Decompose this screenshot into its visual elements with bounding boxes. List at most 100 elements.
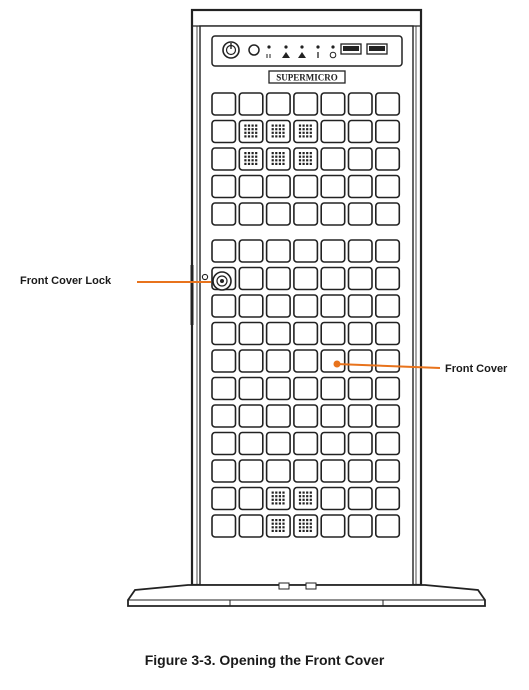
vent-cell — [238, 266, 264, 291]
vent-cell — [211, 431, 237, 456]
brand-logo: SUPERMICRO — [268, 70, 346, 84]
vent-cell — [293, 431, 319, 456]
vent-cell — [347, 404, 373, 428]
vent-cell — [238, 431, 264, 456]
vent-cell — [293, 486, 319, 511]
vent-cell — [320, 404, 346, 428]
vent-cell — [238, 376, 264, 401]
drive-bay-pattern — [298, 519, 312, 532]
vent-cell — [238, 147, 264, 171]
power-button-icon[interactable] — [222, 41, 240, 59]
vent-cell — [320, 119, 346, 144]
vent-cell — [374, 376, 401, 401]
vent-cell — [320, 486, 346, 511]
vent-cell — [238, 294, 264, 318]
vent-cell — [320, 202, 346, 226]
vent-cell — [265, 174, 291, 199]
vent-cell — [293, 404, 319, 428]
vent-cell — [265, 202, 291, 226]
vent-cell — [211, 174, 237, 199]
vent-cell — [238, 119, 264, 144]
vent-cell — [265, 486, 291, 511]
upper-vent-grid — [211, 92, 401, 226]
vent-cell — [265, 349, 291, 373]
vent-cell — [374, 514, 401, 538]
power-led-icon — [329, 45, 337, 59]
vent-cell — [374, 486, 401, 511]
vent-cell — [320, 459, 346, 483]
vent-cell — [320, 294, 346, 318]
vent-cell — [347, 294, 373, 318]
vent-cell — [238, 486, 264, 511]
vent-cell — [293, 321, 319, 346]
vent-cell — [374, 321, 401, 346]
vent-cell — [374, 239, 401, 263]
vent-cell — [211, 119, 237, 144]
vent-cell — [293, 202, 319, 226]
vent-cell — [320, 349, 346, 373]
vent-cell — [265, 119, 291, 144]
vent-cell — [347, 431, 373, 456]
drive-bay-pattern — [271, 124, 285, 138]
vent-cell — [265, 147, 291, 171]
vent-cell — [374, 202, 401, 226]
vent-cell — [293, 376, 319, 401]
vent-cell — [211, 404, 237, 428]
vent-cell — [374, 404, 401, 428]
vent-cell — [293, 119, 319, 144]
vent-cell — [293, 294, 319, 318]
lan1-led-icon — [282, 45, 290, 58]
vent-cell — [238, 404, 264, 428]
vent-cell — [265, 321, 291, 346]
vent-cell — [320, 514, 346, 538]
vent-cell — [238, 321, 264, 346]
vent-cell — [347, 321, 373, 346]
vent-cell — [265, 514, 291, 538]
control-panel — [211, 35, 403, 67]
vent-cell — [293, 174, 319, 199]
vent-cell — [265, 266, 291, 291]
figure-caption: Figure 3-3. Opening the Front Cover — [144, 652, 385, 668]
drive-bay-pattern — [298, 491, 312, 505]
front-cover-lock-icon[interactable] — [201, 271, 232, 291]
vent-cell — [347, 92, 373, 116]
vent-cell — [211, 202, 237, 226]
vent-cell — [374, 294, 401, 318]
drive-bay-pattern — [271, 152, 285, 165]
vent-cell — [320, 321, 346, 346]
vent-cell — [320, 239, 346, 263]
reset-button-icon[interactable] — [248, 44, 260, 56]
vent-cell — [320, 431, 346, 456]
usb-port-icon[interactable] — [340, 43, 362, 55]
front-cover-label: Front Cover — [445, 363, 508, 375]
vent-cell — [320, 266, 346, 291]
vent-cell — [347, 119, 373, 144]
drive-bay-pattern — [271, 519, 285, 532]
vent-cell — [293, 459, 319, 483]
vent-cell — [211, 92, 237, 116]
callout-lines — [137, 281, 441, 369]
vent-cell — [347, 147, 373, 171]
usb-port-icon[interactable] — [366, 43, 388, 55]
vent-cell — [374, 174, 401, 199]
vent-cell — [374, 92, 401, 116]
vent-cell — [347, 174, 373, 199]
vent-cell — [293, 266, 319, 291]
vent-cell — [374, 266, 401, 291]
brand-logo-text: SUPERMICRO — [276, 73, 338, 83]
vent-cell — [293, 147, 319, 171]
vent-cell — [211, 459, 237, 483]
front-cover-callout-dot — [333, 360, 341, 368]
vent-cell — [265, 431, 291, 456]
vent-cell — [238, 174, 264, 199]
vent-cell — [347, 266, 373, 291]
vent-cell — [265, 404, 291, 428]
vent-cell — [293, 349, 319, 373]
vent-cell — [265, 92, 291, 116]
vent-cell — [320, 92, 346, 116]
vent-cell — [211, 321, 237, 346]
vent-cell — [265, 459, 291, 483]
vent-cell — [238, 202, 264, 226]
vent-cell — [347, 202, 373, 226]
